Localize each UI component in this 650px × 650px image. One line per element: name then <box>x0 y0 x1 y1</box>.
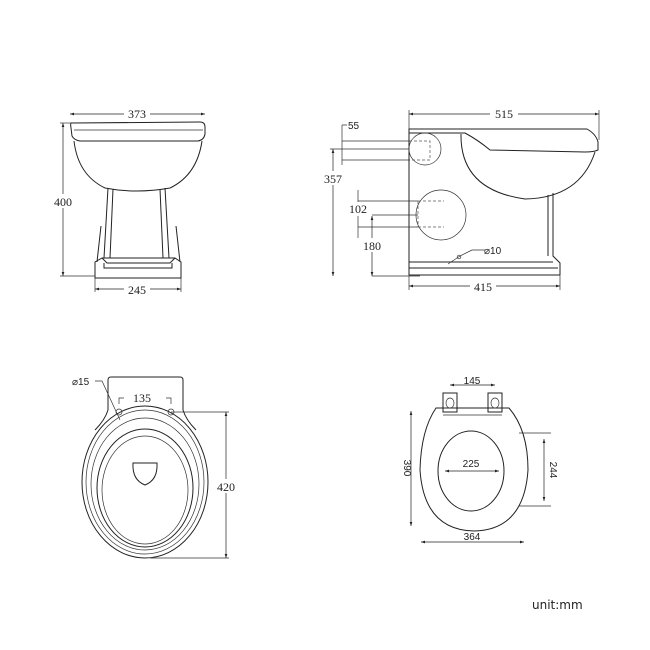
dim-373-label: 373 <box>128 107 146 121</box>
dim-15-label: ⌀15 <box>72 377 90 388</box>
dim-357-label: 357 <box>324 172 342 186</box>
side-view: 55 357 102 180 ⌀10 515 415 <box>322 106 600 294</box>
top-view: 135 ⌀15 420 <box>72 376 238 559</box>
top-outer-rim <box>81 405 209 559</box>
unit-label: unit:mm <box>532 598 583 612</box>
dim-180-label: 180 <box>363 239 381 253</box>
seat-outer <box>419 407 529 532</box>
fixing-hole-label: ⌀10 <box>484 246 502 257</box>
dim-55-label: 55 <box>348 121 360 132</box>
dim-400-label: 400 <box>54 195 72 209</box>
side-body <box>408 128 599 275</box>
side-bowl <box>460 133 596 200</box>
dim-135-label: 135 <box>133 391 151 405</box>
dim-225-label: 225 <box>463 459 480 470</box>
hinge-left <box>442 392 458 413</box>
front-rim <box>70 121 206 142</box>
side-pedestal <box>409 193 561 276</box>
dim-415-label: 415 <box>474 280 492 294</box>
dim-390-label: 390 <box>401 460 412 477</box>
hinge-right <box>487 392 503 413</box>
top-plate <box>107 376 184 410</box>
dim-364-label: 364 <box>464 532 481 543</box>
dim-245-label: 245 <box>128 283 146 297</box>
seat-opening <box>437 430 505 512</box>
front-bowl <box>73 140 203 192</box>
dim-420-label: 420 <box>217 480 235 494</box>
dim-102-label: 102 <box>349 202 367 216</box>
front-pedestal <box>103 187 170 259</box>
outlet-circle <box>415 189 467 241</box>
dim-145-label: 145 <box>464 376 481 387</box>
dim-515-label: 515 <box>495 107 513 121</box>
front-view: 373 400 245 <box>52 106 206 297</box>
front-base <box>94 225 182 279</box>
seat-view: 145 225 390 244 364 <box>401 376 558 544</box>
dim-244-label: 244 <box>547 462 558 479</box>
top-lid-handle <box>132 462 158 486</box>
